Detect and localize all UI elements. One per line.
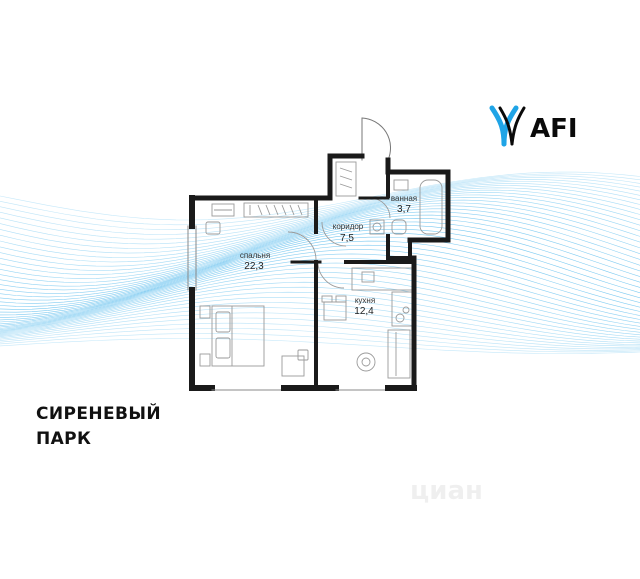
logo-text: AFI bbox=[530, 114, 578, 144]
round-table bbox=[356, 352, 376, 372]
wave-line bbox=[0, 236, 640, 316]
room-label-corridor: коридор bbox=[332, 222, 364, 231]
wave-line bbox=[0, 183, 640, 249]
wave-line bbox=[0, 214, 640, 298]
decorative-waves bbox=[0, 171, 640, 354]
wave-line bbox=[0, 177, 640, 235]
wave-line bbox=[0, 281, 640, 336]
wave-line bbox=[0, 253, 640, 325]
project-name-line1: СИРЕНЕВЫЙ bbox=[36, 404, 162, 424]
wave-line bbox=[0, 232, 640, 313]
project-name: СИРЕНЕВЫЙ ПАРК bbox=[36, 402, 161, 452]
room-area-bedroom: 22,3 bbox=[244, 261, 264, 272]
wardrobe-hangers bbox=[243, 202, 309, 218]
wave-line bbox=[0, 225, 640, 307]
wave-line bbox=[0, 187, 640, 258]
sink bbox=[393, 179, 409, 191]
toilet bbox=[391, 219, 407, 235]
room-area-kitchen: 12,4 bbox=[354, 306, 374, 317]
wave-line bbox=[0, 322, 640, 350]
wave-line bbox=[0, 302, 640, 344]
door-arc-kitchen bbox=[317, 261, 345, 289]
wave-line bbox=[0, 189, 640, 263]
desk bbox=[281, 355, 305, 377]
entrance-door-arc bbox=[361, 117, 392, 161]
wave-line bbox=[0, 202, 640, 283]
sofa bbox=[387, 329, 411, 379]
wave-line bbox=[0, 173, 640, 226]
corridor-wardrobe bbox=[335, 161, 357, 197]
wave-line bbox=[0, 286, 640, 338]
wave-line bbox=[0, 267, 640, 329]
wardrobe bbox=[211, 203, 235, 217]
wave-line bbox=[0, 181, 640, 245]
wave-line bbox=[0, 327, 640, 351]
wave-line bbox=[0, 205, 640, 287]
wave-line bbox=[0, 258, 640, 326]
wave-line bbox=[0, 179, 640, 240]
watermark-text: циан bbox=[410, 476, 483, 506]
wave-line bbox=[0, 218, 640, 301]
wave-line bbox=[0, 208, 640, 291]
wave-line bbox=[0, 277, 640, 333]
room-label-bathroom: ванная bbox=[390, 194, 418, 203]
wave-line bbox=[0, 211, 640, 294]
wave-line bbox=[0, 307, 640, 345]
bathtub bbox=[419, 179, 443, 235]
wave-line bbox=[0, 171, 640, 221]
washing-machine bbox=[369, 219, 385, 235]
door-arc-corridor bbox=[321, 221, 347, 247]
wave-line bbox=[0, 317, 640, 348]
wave-line bbox=[0, 175, 640, 231]
wave-line bbox=[0, 333, 640, 353]
wave-line bbox=[0, 297, 640, 342]
wave-line bbox=[0, 194, 640, 271]
wave-line bbox=[0, 312, 640, 347]
project-name-line2: ПАРК bbox=[36, 429, 92, 449]
walls bbox=[187, 117, 451, 391]
wave-line bbox=[0, 185, 640, 254]
room-label-kitchen: кухня bbox=[354, 296, 376, 305]
wave-line bbox=[0, 338, 640, 354]
wave-line bbox=[0, 228, 640, 310]
wave-line bbox=[0, 192, 640, 267]
wave-line bbox=[0, 244, 640, 321]
furniture-layer bbox=[199, 161, 443, 379]
room-label-bedroom: спальня bbox=[239, 251, 271, 260]
chair bbox=[205, 221, 221, 235]
wave-line bbox=[0, 221, 640, 304]
wave-line bbox=[0, 249, 640, 323]
wave-line bbox=[0, 197, 640, 275]
dining-table bbox=[323, 301, 347, 321]
afi-logo-icon bbox=[489, 105, 526, 147]
wave-line bbox=[0, 240, 640, 318]
wave-line bbox=[0, 199, 640, 279]
wave-line bbox=[0, 291, 640, 340]
room-area-bathroom: 3,7 bbox=[397, 204, 411, 215]
door-arc-bedroom bbox=[287, 231, 317, 261]
room-area-corridor: 7,5 bbox=[340, 233, 354, 244]
bed bbox=[199, 305, 265, 367]
